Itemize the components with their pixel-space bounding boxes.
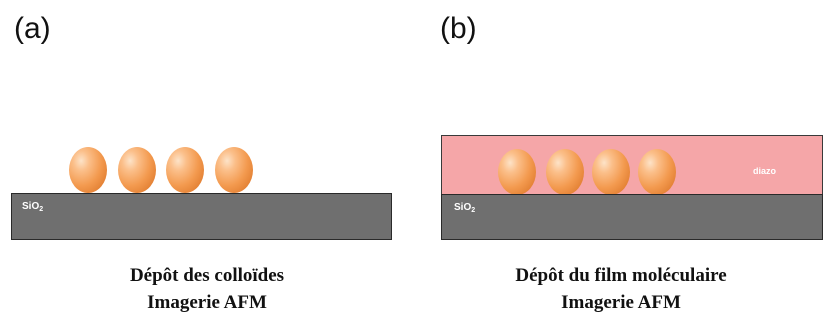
- caption-a-line1: Dépôt des colloïdes: [129, 265, 285, 286]
- colloid-particle: [546, 149, 584, 195]
- panel-a-label: (a): [14, 12, 51, 45]
- colloid-particle: [118, 147, 156, 193]
- sio2-substrate-b: SiO2: [441, 194, 823, 240]
- sio2-substrate-a: SiO2: [11, 193, 392, 240]
- substrate-label-a: SiO2: [22, 201, 44, 214]
- caption-a-line2: Imagerie AFM: [147, 292, 267, 313]
- film-label: diazo: [753, 166, 777, 176]
- colloid-particle: [215, 147, 253, 193]
- colloid-particle: [69, 147, 107, 193]
- substrate-label-b: SiO2: [454, 202, 476, 215]
- colloid-particle: [638, 149, 676, 195]
- caption-a: Dépôt des colloïdes Imagerie AFM: [0, 262, 414, 316]
- colloid-particle: [498, 149, 536, 195]
- caption-b: Dépôt du film moléculaire Imagerie AFM: [414, 262, 828, 316]
- colloid-particle: [592, 149, 630, 195]
- panel-b-label: (b): [440, 12, 477, 45]
- caption-b-line2: Imagerie AFM: [561, 292, 681, 313]
- caption-b-line1: Dépôt du film moléculaire: [515, 265, 727, 286]
- colloid-particle: [166, 147, 204, 193]
